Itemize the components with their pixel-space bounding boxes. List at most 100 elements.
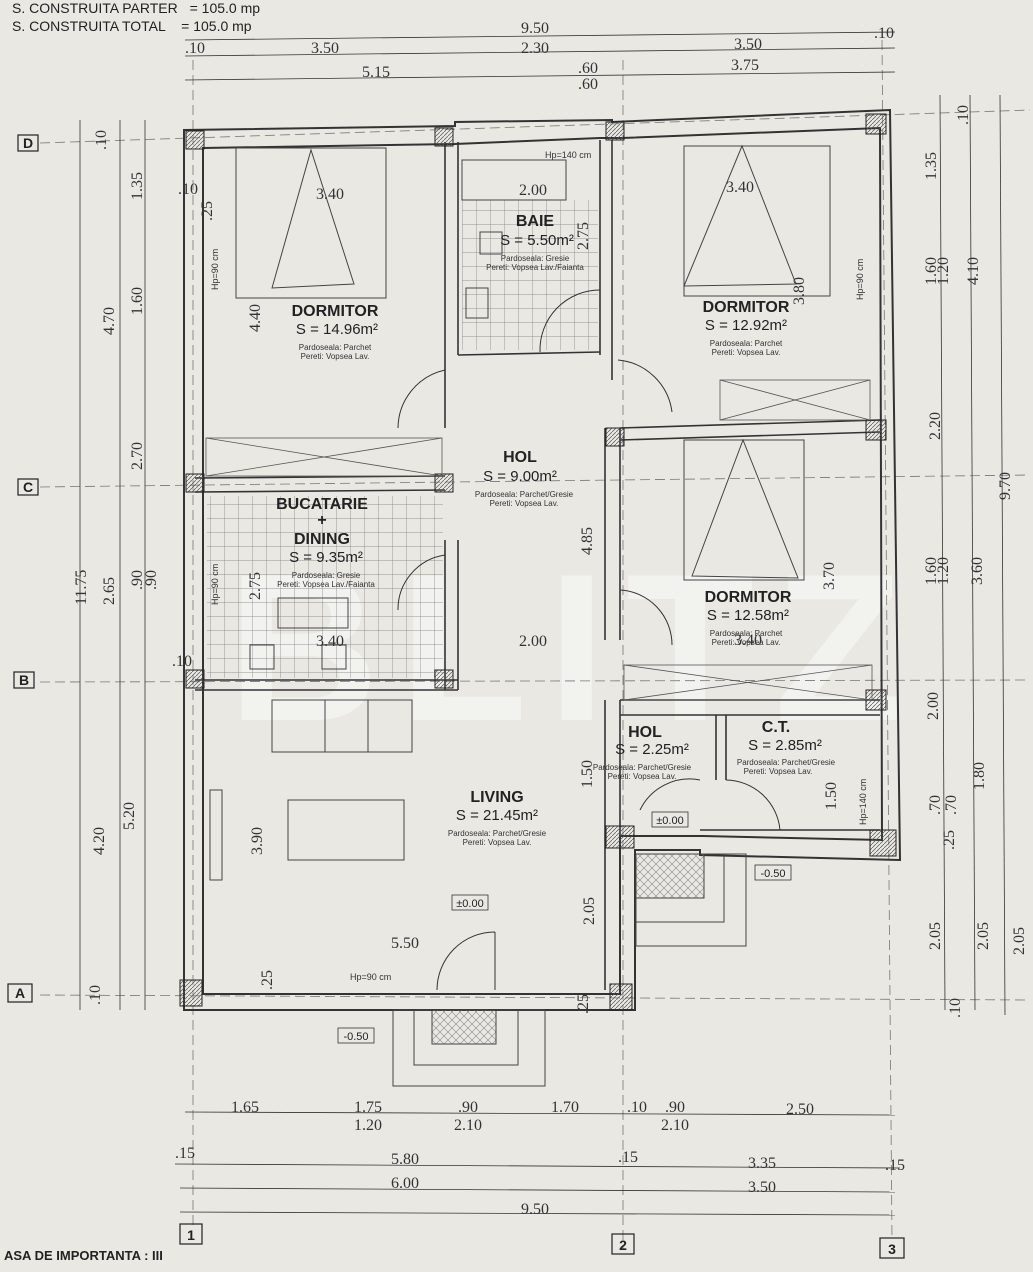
- room-bucatarie-walls: Pereti: Vopsea Lav./Faianta: [277, 580, 375, 589]
- room-ct-walls: Pereti: Vopsea Lav.: [744, 767, 813, 776]
- dim-bot-15: .15: [885, 1157, 905, 1174]
- doors: [397, 289, 781, 991]
- axis-d-label: D: [23, 135, 33, 151]
- dim-inner-12: 2.75: [247, 572, 264, 600]
- dim-bot-5: 2.10: [454, 1117, 482, 1134]
- dim-bot-1: 1.65: [231, 1099, 259, 1116]
- bath-tiles: [462, 200, 598, 350]
- dim-top-4: 3.50: [734, 36, 762, 53]
- dim-right-13: .70: [927, 795, 944, 815]
- sill-note-4: Hp=90 cm: [210, 564, 220, 605]
- dim-left-12: .10: [87, 985, 104, 1005]
- dims-right: .10 1.35 1.60 1.20 4.10 2.20 9.70 1.60 1…: [923, 105, 1028, 1018]
- dim-inner-6: 3.80: [791, 277, 808, 305]
- room-dormitor-3-floor: Pardoseala: Parchet: [710, 629, 783, 638]
- dim-right-10: 3.60: [969, 557, 986, 585]
- room-baie-area: S = 5.50m²: [500, 232, 574, 249]
- axis-2-label: 2: [619, 1237, 627, 1253]
- dims-inner: 3.40 4.40 2.00 2.75 3.40 3.80 2.00 3.40 …: [172, 179, 840, 1014]
- dim-bot-13: .15: [618, 1149, 638, 1166]
- room-baie-walls: Pereti: Vopsea Lav./Faianta: [486, 263, 584, 272]
- dim-bot-16: 6.00: [391, 1175, 419, 1192]
- dim-inner-18: .25: [199, 201, 216, 221]
- axis-grid: [39, 39, 1031, 1250]
- total-area-label: S. CONSTRUITA TOTAL: [12, 18, 166, 34]
- built-area-value: = 105.0 mp: [189, 0, 261, 16]
- entrance-steps: [392, 853, 747, 1087]
- dim-top-7: .60: [578, 60, 598, 77]
- dim-inner-21: .10: [178, 181, 198, 198]
- header-line-1: S. CONSTRUITA PARTER = 105.0 mp: [12, 0, 260, 16]
- room-hol-2-floor: Pardoseala: Parchet/Gresie: [593, 763, 692, 772]
- dim-inner-15: 5.50: [391, 935, 419, 952]
- dim-top-1: .10: [185, 40, 205, 57]
- dim-inner-2: 4.40: [247, 304, 264, 332]
- room-bucatarie-floor: Pardoseala: Gresie: [292, 571, 361, 580]
- dim-left-8: .90: [129, 570, 146, 590]
- level-markers: ±0.00 ±0.00 -0.50 -0.50: [337, 811, 792, 1044]
- header-line-2: S. CONSTRUITA TOTAL = 105.0 mp: [12, 18, 252, 34]
- room-dormitor-3-walls: Pereti: Vopsea Lav.: [712, 638, 781, 647]
- kitchen-tiles: [207, 496, 443, 678]
- dim-right-1: .10: [955, 105, 972, 125]
- closets: [205, 379, 873, 701]
- dim-inner-9: 4.85: [579, 527, 596, 555]
- dims-bottom: 1.65 1.75 1.20 .90 2.10 1.70 .10 .90 2.1…: [175, 1099, 905, 1218]
- room-dining-name: DINING: [294, 531, 350, 548]
- dim-top-9: 3.75: [731, 57, 759, 74]
- level-hol-2: ±0.00: [656, 815, 683, 827]
- dim-left-1: .10: [93, 130, 110, 150]
- dim-inner-13: 1.50: [579, 760, 596, 788]
- sill-note-1: Hp=90 cm: [210, 249, 220, 290]
- dim-bot-10: 2.50: [786, 1101, 814, 1118]
- dim-bot-14: 3.35: [748, 1155, 776, 1172]
- dims-top: 9.50 .10 3.50 2.30 3.50 .10 5.15 .60 .60…: [185, 20, 894, 93]
- dim-bot-6: 1.70: [551, 1099, 579, 1116]
- dim-inner-19: .25: [259, 970, 276, 990]
- room-hol-1-floor: Pardoseala: Parchet/Gresie: [475, 490, 574, 499]
- room-ct-floor: Pardoseala: Parchet/Gresie: [737, 758, 836, 767]
- room-baie-floor: Pardoseala: Gresie: [501, 254, 570, 263]
- dim-right-8: 1.60: [923, 557, 940, 585]
- room-dormitor-1-area: S = 14.96m²: [296, 321, 378, 338]
- dim-right-19: .10: [947, 998, 964, 1018]
- axis-d-box: [17, 134, 39, 152]
- dim-left-5: 2.70: [129, 442, 146, 470]
- structural-columns: [179, 113, 897, 1011]
- dim-inner-17: 1.50: [823, 782, 840, 810]
- dim-right-7: 9.70: [997, 472, 1014, 500]
- furniture: [209, 159, 567, 881]
- total-area-value: = 105.0 mp: [181, 18, 252, 34]
- dim-bot-12: 5.80: [391, 1151, 419, 1168]
- dim-right-5: 4.10: [965, 257, 982, 285]
- room-hol-1-name: HOL: [503, 449, 537, 466]
- room-dormitor-2-name: DORMITOR: [703, 299, 790, 316]
- importance-class: ASA DE IMPORTANTA : III: [4, 1248, 163, 1263]
- dim-top-3: 2.30: [521, 40, 549, 57]
- dim-left-11: 5.20: [121, 802, 138, 830]
- room-dormitor-1-floor: Pardoseala: Parchet: [299, 343, 372, 352]
- room-hol-1-walls: Pereti: Vopsea Lav.: [490, 499, 559, 508]
- dim-right-11: 2.00: [925, 692, 942, 720]
- dim-left-10: 4.20: [91, 827, 108, 855]
- sill-note-2: Hp=140 cm: [545, 150, 591, 160]
- axis-a-box: [7, 983, 33, 1003]
- dim-right-12: 1.80: [971, 762, 988, 790]
- room-dormitor-3-name: DORMITOR: [705, 589, 792, 606]
- room-dormitor-3-area: S = 12.58m²: [707, 607, 789, 624]
- axis-3-label: 3: [888, 1241, 896, 1257]
- room-ct-name: C.T.: [762, 719, 790, 736]
- dim-right-2: 1.35: [923, 152, 940, 180]
- room-living-floor: Pardoseala: Parchet/Gresie: [448, 829, 547, 838]
- dim-inner-7: 2.00: [519, 633, 547, 650]
- dim-inner-5: 3.40: [726, 179, 754, 196]
- room-dormitor-2-floor: Pardoseala: Parchet: [710, 339, 783, 348]
- dim-bot-7: .10: [627, 1099, 647, 1116]
- dim-inner-20: .25: [575, 994, 592, 1014]
- room-living-area: S = 21.45m²: [456, 807, 538, 824]
- dim-top-8: .60: [578, 76, 598, 93]
- dim-inner-8: 3.40: [316, 633, 344, 650]
- axis-c-label: C: [23, 479, 33, 495]
